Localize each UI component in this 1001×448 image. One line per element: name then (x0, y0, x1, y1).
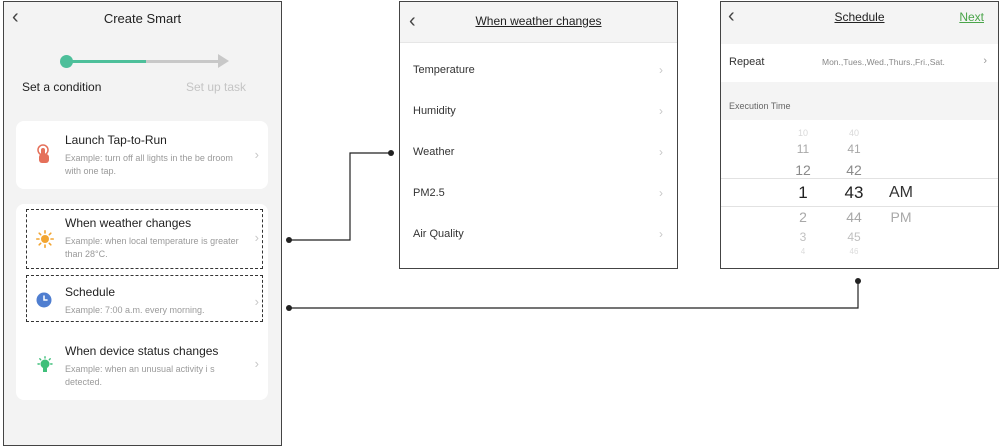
minute-option: 44 (846, 209, 862, 225)
chevron-right-icon: › (254, 147, 259, 162)
card-title: When weather changes (65, 216, 192, 230)
sun-icon (36, 230, 55, 253)
minute-option: 41 (847, 142, 861, 156)
card-description: Example: when an unusual activity i s de… (65, 364, 215, 387)
chevron-right-icon: › (659, 145, 663, 159)
hour-option: 10 (797, 128, 808, 138)
clock-icon (36, 292, 52, 313)
chevron-right-icon: › (659, 104, 663, 118)
minute-option-selected: 43 (844, 183, 864, 202)
card-when-weather-changes[interactable]: When weather changes Example: when local… (16, 204, 268, 268)
connector-dot (855, 278, 861, 284)
hour-option: 3 (799, 230, 807, 244)
weather-condition-list: Temperature › Humidity › Weather › PM2.5… (400, 42, 677, 268)
list-item-air-quality[interactable]: Air Quality › (400, 215, 677, 256)
card-when-device-status-changes[interactable]: When device status changes Example: when… (16, 334, 268, 400)
chevron-right-icon: › (983, 55, 987, 67)
repeat-value: Mon.,Tues.,Wed.,Thurs.,Fri.,Sat. (822, 57, 945, 67)
page-title: Create Smart (103, 11, 182, 26)
picker-selection-line (721, 178, 998, 179)
hour-option: 4 (800, 247, 806, 256)
card-launch-tap-to-run[interactable]: Launch Tap-to-Run Example: turn off all … (16, 121, 268, 189)
weather-changes-screen: ‹ When weather changes Temperature › Hum… (399, 1, 678, 269)
chevron-right-icon: › (254, 294, 259, 309)
minute-option: 40 (848, 128, 859, 138)
connector-dot (286, 237, 292, 243)
chevron-right-icon: › (659, 186, 663, 200)
meridiem-wheel[interactable]: AM PM (881, 120, 921, 268)
tap-hand-icon (36, 144, 52, 169)
repeat-row[interactable]: Repeat Mon.,Tues.,Wed.,Thurs.,Fri.,Sat. … (721, 44, 998, 82)
card-description: Example: turn off all lights in the be d… (65, 153, 233, 176)
hour-wheel[interactable]: 10 11 12 1 2 3 4 (783, 120, 823, 268)
hour-option: 12 (795, 162, 811, 178)
connector-dot (388, 150, 394, 156)
schedule-screen: ‹ Schedule Next Repeat Mon.,Tues.,Wed.,T… (720, 1, 999, 269)
card-title: When device status changes (65, 344, 219, 358)
page-title: When weather changes (475, 14, 602, 28)
repeat-label: Repeat (729, 56, 765, 68)
minute-option: 46 (849, 247, 859, 256)
list-item-label: PM2.5 (413, 187, 445, 199)
stepper-dot (60, 55, 73, 68)
hour-option: 11 (796, 142, 810, 156)
meridiem-option: PM (890, 209, 912, 225)
hour-option: 2 (799, 209, 807, 225)
chevron-right-icon: › (659, 227, 663, 241)
create-smart-screen: ‹ Create Smart Set a condition Set up ta… (3, 1, 282, 446)
minute-wheel[interactable]: 40 41 42 43 44 45 46 (833, 120, 875, 268)
next-button[interactable]: Next (959, 10, 984, 24)
step-set-up-task: Set up task (186, 80, 247, 94)
stepper-track (146, 60, 220, 63)
picker-selection-line (721, 206, 998, 207)
device-bulb-icon (36, 356, 54, 379)
stepper-arrow-icon (218, 54, 229, 68)
card-title: Launch Tap-to-Run (65, 133, 167, 147)
connector-schedule (289, 281, 859, 309)
list-item-humidity[interactable]: Humidity › (400, 92, 677, 133)
highlight-weather-card (26, 209, 263, 269)
card-description: Example: 7:00 a.m. every morning. (65, 305, 205, 315)
list-item-label: Weather (413, 146, 455, 158)
back-icon[interactable]: ‹ (409, 10, 416, 32)
card-title: Schedule (65, 285, 116, 299)
list-item-label: Temperature (413, 64, 475, 76)
hour-option-selected: 1 (798, 183, 808, 202)
list-item-pm25[interactable]: PM2.5 › (400, 174, 677, 215)
chevron-right-icon: › (659, 63, 663, 77)
minute-option: 45 (847, 230, 861, 244)
meridiem-option-selected: AM (889, 184, 913, 201)
list-item-temperature[interactable]: Temperature › (400, 51, 677, 92)
list-item-weather[interactable]: Weather › (400, 133, 677, 174)
time-picker[interactable]: 10 11 12 1 2 3 4 40 41 42 43 44 45 46 AM… (721, 120, 998, 268)
page-title: Schedule (834, 10, 885, 24)
card-schedule[interactable]: Schedule Example: 7:00 a.m. every mornin… (16, 274, 268, 326)
minute-option: 42 (846, 162, 862, 178)
chevron-right-icon: › (254, 230, 259, 245)
card-description: Example: when local temperature is great… (65, 236, 239, 259)
list-item-label: Air Quality (413, 228, 464, 240)
step-set-condition: Set a condition (22, 80, 102, 94)
execution-time-label: Execution Time (729, 101, 791, 111)
chevron-right-icon: › (254, 356, 259, 371)
connector-weather (289, 152, 391, 241)
connector-dot (286, 305, 292, 311)
list-item-label: Humidity (413, 105, 456, 117)
highlight-schedule-card (26, 275, 263, 322)
card-group-conditions: When weather changes Example: when local… (16, 204, 268, 400)
back-icon[interactable]: ‹ (728, 5, 735, 27)
stepper-progress (68, 60, 146, 63)
back-icon[interactable]: ‹ (12, 6, 19, 28)
